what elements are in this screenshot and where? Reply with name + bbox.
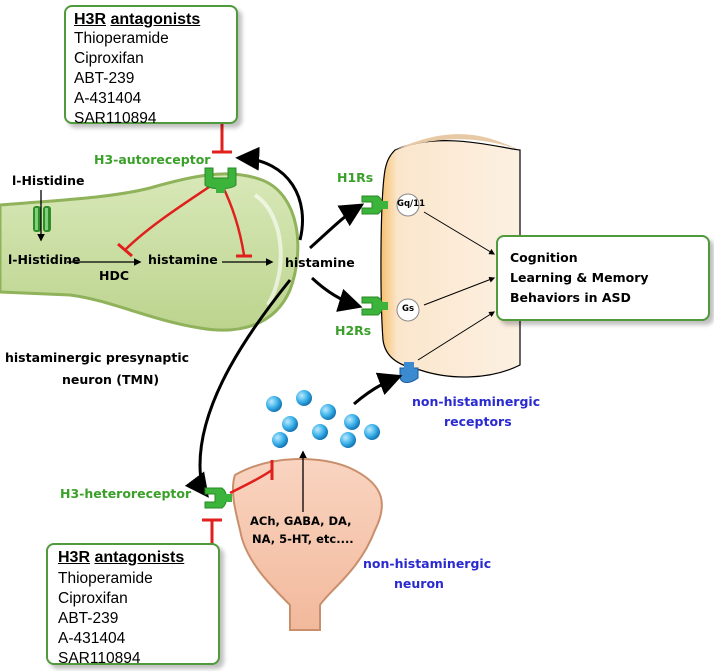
h3-heteroreceptor-icon: [204, 487, 232, 509]
h3r-antagonists-box-top: H3R antagonists Thioperamide Ciproxifan …: [64, 5, 238, 127]
drug-item: SAR110894: [74, 110, 157, 127]
drug-item: A-431404: [74, 90, 142, 107]
drug-item: A-431404: [58, 630, 126, 647]
outcome-line: Cognition: [510, 250, 578, 265]
outcome-line: Behaviors in ASD: [510, 290, 631, 305]
neurotransmitters-label: ACh, GABA, DA,: [250, 514, 352, 528]
presynaptic-neuron-body: [0, 172, 300, 332]
gq11-label: Gq/11: [397, 199, 425, 209]
non-histaminergic-receptors-label: non-histaminergic: [412, 394, 541, 409]
hdc-enzyme-label: HDC: [99, 268, 130, 283]
drug-item: Thioperamide: [58, 570, 153, 587]
presynaptic-neuron-label: neuron (TMN): [62, 372, 160, 387]
presynaptic-neuron-label: histaminergic presynaptic: [5, 350, 190, 365]
drug-item: ABT-239: [58, 610, 119, 627]
gs-label: Gs: [402, 304, 415, 314]
l-histidine-label: l-Histidine: [12, 173, 85, 188]
histidine-transporter-icon: [33, 206, 51, 232]
histamine-center-label: histamine: [285, 255, 355, 270]
drug-item: Ciproxifan: [58, 590, 128, 607]
h2rs-label: H2Rs: [335, 323, 372, 338]
drug-item: ABT-239: [74, 70, 135, 87]
drug-item: SAR110894: [58, 650, 141, 667]
h1rs-label: H1Rs: [337, 170, 374, 185]
neurotransmitters-label: NA, 5-HT, etc....: [252, 532, 354, 546]
drug-item: Ciproxifan: [74, 50, 144, 67]
outcome-box: Cognition Learning & Memory Behaviors in…: [496, 235, 710, 321]
drug-item: Thioperamide: [74, 30, 169, 47]
h2-receptor-icon: [361, 296, 388, 316]
histamine-inner-label: histamine: [148, 252, 218, 267]
outcome-line: Learning & Memory: [510, 270, 649, 285]
h3-heteroreceptor-label: H3-heteroreceptor: [60, 486, 192, 501]
non-histaminergic-receptors-label: receptors: [444, 414, 512, 429]
h3-autoreceptor-label: H3-autoreceptor: [94, 152, 211, 167]
h3-autoreceptor-icon: [204, 167, 237, 193]
neurotransmitter-vesicles: [266, 390, 380, 448]
non-histaminergic-neuron-label: neuron: [394, 576, 444, 591]
l-histidine-label: l-Histidine: [8, 252, 81, 267]
non-histaminergic-neuron-label: non-histaminergic: [363, 556, 492, 571]
antagonists-title: H3R antagonists: [74, 11, 201, 28]
h3r-antagonists-box-bottom: H3R antagonists Thioperamide Ciproxifan …: [46, 543, 220, 667]
non-histaminergic-neuron-body: [231, 458, 383, 631]
h1-receptor-icon: [361, 195, 388, 215]
antagonists-title: H3R antagonists: [58, 549, 185, 566]
